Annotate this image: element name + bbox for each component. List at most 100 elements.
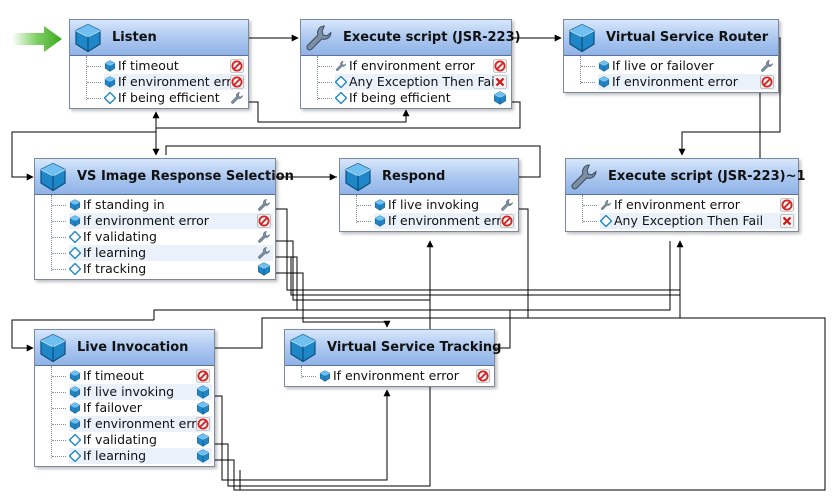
diamond-icon xyxy=(334,91,348,105)
cube-icon xyxy=(196,401,210,415)
node-vs-image-response-selection[interactable]: VS Image Response Selection If standing … xyxy=(34,158,294,280)
node-header[interactable]: Execute script (JSR-223) xyxy=(301,20,521,56)
row-label: If failover xyxy=(83,400,142,415)
node-virtual-service-router[interactable]: Virtual Service Router If live or failov… xyxy=(563,19,779,93)
node-row[interactable]: If environment error xyxy=(87,74,246,90)
cube-icon xyxy=(343,162,373,192)
node-row[interactable]: If standing in xyxy=(52,197,273,213)
node-header[interactable]: Respond xyxy=(340,159,518,195)
row-label: If tracking xyxy=(83,261,147,276)
stop-icon xyxy=(500,214,514,228)
node-header[interactable]: Execute script (JSR-223)~1 xyxy=(566,159,806,195)
wrench-icon xyxy=(760,59,774,73)
node-row[interactable]: If live invoking xyxy=(357,197,516,213)
node-header[interactable]: VS Image Response Selection xyxy=(35,159,294,195)
node-title: Virtual Service Router xyxy=(606,30,769,45)
node-row[interactable]: If environment error xyxy=(318,58,509,74)
wrench-icon xyxy=(335,60,347,72)
diamond-icon xyxy=(599,214,613,228)
cube-icon xyxy=(257,262,271,276)
row-label: If environment error xyxy=(388,213,514,228)
cube-icon xyxy=(196,385,210,399)
wrench-icon xyxy=(257,198,271,212)
row-label: If validating xyxy=(83,229,157,244)
node-row[interactable]: If environment error xyxy=(581,74,776,90)
node-row[interactable]: If timeout xyxy=(87,58,246,74)
cube-icon xyxy=(69,199,81,211)
stop-icon xyxy=(257,214,271,228)
node-title: Execute script (JSR-223)~1 xyxy=(608,169,806,184)
row-label: If environment error xyxy=(349,58,475,73)
row-label: Any Exception Then Fail xyxy=(349,74,499,89)
wrench-icon xyxy=(500,198,514,212)
cube-icon xyxy=(69,215,81,227)
row-label: If being efficient xyxy=(118,90,220,105)
node-row[interactable]: If being efficient xyxy=(318,90,509,106)
cube-icon xyxy=(374,215,386,227)
node-header[interactable]: Virtual Service Tracking xyxy=(285,330,501,366)
stop-icon xyxy=(196,417,210,431)
node-row[interactable]: If validating xyxy=(52,229,273,245)
node-title: Virtual Service Tracking xyxy=(327,340,502,355)
wrench-icon xyxy=(257,246,271,260)
node-header[interactable]: Live Invocation xyxy=(35,330,214,366)
node-live-invocation[interactable]: Live Invocation If timeout If live invok… xyxy=(34,329,215,467)
cube-icon xyxy=(196,433,210,447)
row-label: If environment error xyxy=(612,74,738,89)
node-row[interactable]: If being efficient xyxy=(87,90,246,106)
row-label: If live invoking xyxy=(83,384,175,399)
cube-icon xyxy=(288,333,318,363)
node-row[interactable]: If environment error xyxy=(52,213,273,229)
stop-icon xyxy=(196,369,210,383)
node-row[interactable]: If environment error xyxy=(302,368,492,384)
node-execute-script-1[interactable]: Execute script (JSR-223)~1 If environmen… xyxy=(565,158,806,232)
node-row[interactable]: If validating xyxy=(52,432,212,448)
node-execute-script[interactable]: Execute script (JSR-223) If environment … xyxy=(300,19,521,109)
cube-icon xyxy=(493,91,507,105)
node-title: VS Image Response Selection xyxy=(77,169,294,184)
node-row[interactable]: If live or failover xyxy=(581,58,776,74)
cube-icon xyxy=(567,23,597,53)
row-label: If environment error xyxy=(333,368,459,383)
node-row[interactable]: If learning xyxy=(52,448,212,464)
node-title: Execute script (JSR-223) xyxy=(343,30,521,45)
node-title: Listen xyxy=(112,30,157,45)
stop-icon xyxy=(230,75,244,89)
stop-icon xyxy=(230,59,244,73)
diamond-icon xyxy=(68,246,82,260)
wrench-icon xyxy=(304,23,334,53)
node-row[interactable]: If tracking xyxy=(52,261,273,277)
cube-icon xyxy=(69,402,81,414)
node-row[interactable]: If environment error xyxy=(357,213,516,229)
fail-icon xyxy=(780,214,794,228)
row-label: If timeout xyxy=(83,368,144,383)
cube-icon xyxy=(196,449,210,463)
stop-icon xyxy=(760,75,774,89)
node-row[interactable]: If environment error xyxy=(583,197,796,213)
diamond-icon xyxy=(68,433,82,447)
node-row[interactable]: If timeout xyxy=(52,368,212,384)
row-label: If environment error xyxy=(83,416,209,431)
cube-icon xyxy=(73,23,103,53)
node-header[interactable]: Virtual Service Router xyxy=(564,20,778,56)
node-row[interactable]: If live invoking xyxy=(52,384,212,400)
node-row[interactable]: Any Exception Then Fail xyxy=(318,74,509,90)
cube-icon xyxy=(69,386,81,398)
wrench-icon xyxy=(230,91,244,105)
stop-icon xyxy=(476,369,490,383)
node-row[interactable]: Any Exception Then Fail xyxy=(583,213,796,229)
node-header[interactable]: Listen xyxy=(70,20,248,56)
row-label: Any Exception Then Fail xyxy=(614,213,764,228)
node-respond[interactable]: Respond If live invoking If environment … xyxy=(339,158,519,232)
row-label: If being efficient xyxy=(349,90,451,105)
node-row[interactable]: If failover xyxy=(52,400,212,416)
cube-icon xyxy=(69,370,81,382)
node-virtual-service-tracking[interactable]: Virtual Service Tracking If environment … xyxy=(284,329,501,387)
diamond-icon xyxy=(68,449,82,463)
node-row[interactable]: If learning xyxy=(52,245,273,261)
fail-icon xyxy=(493,75,507,89)
wrench-icon xyxy=(569,162,599,192)
node-row[interactable]: If environment error xyxy=(52,416,212,432)
node-listen[interactable]: Listen If timeout If environment error I… xyxy=(69,19,249,109)
